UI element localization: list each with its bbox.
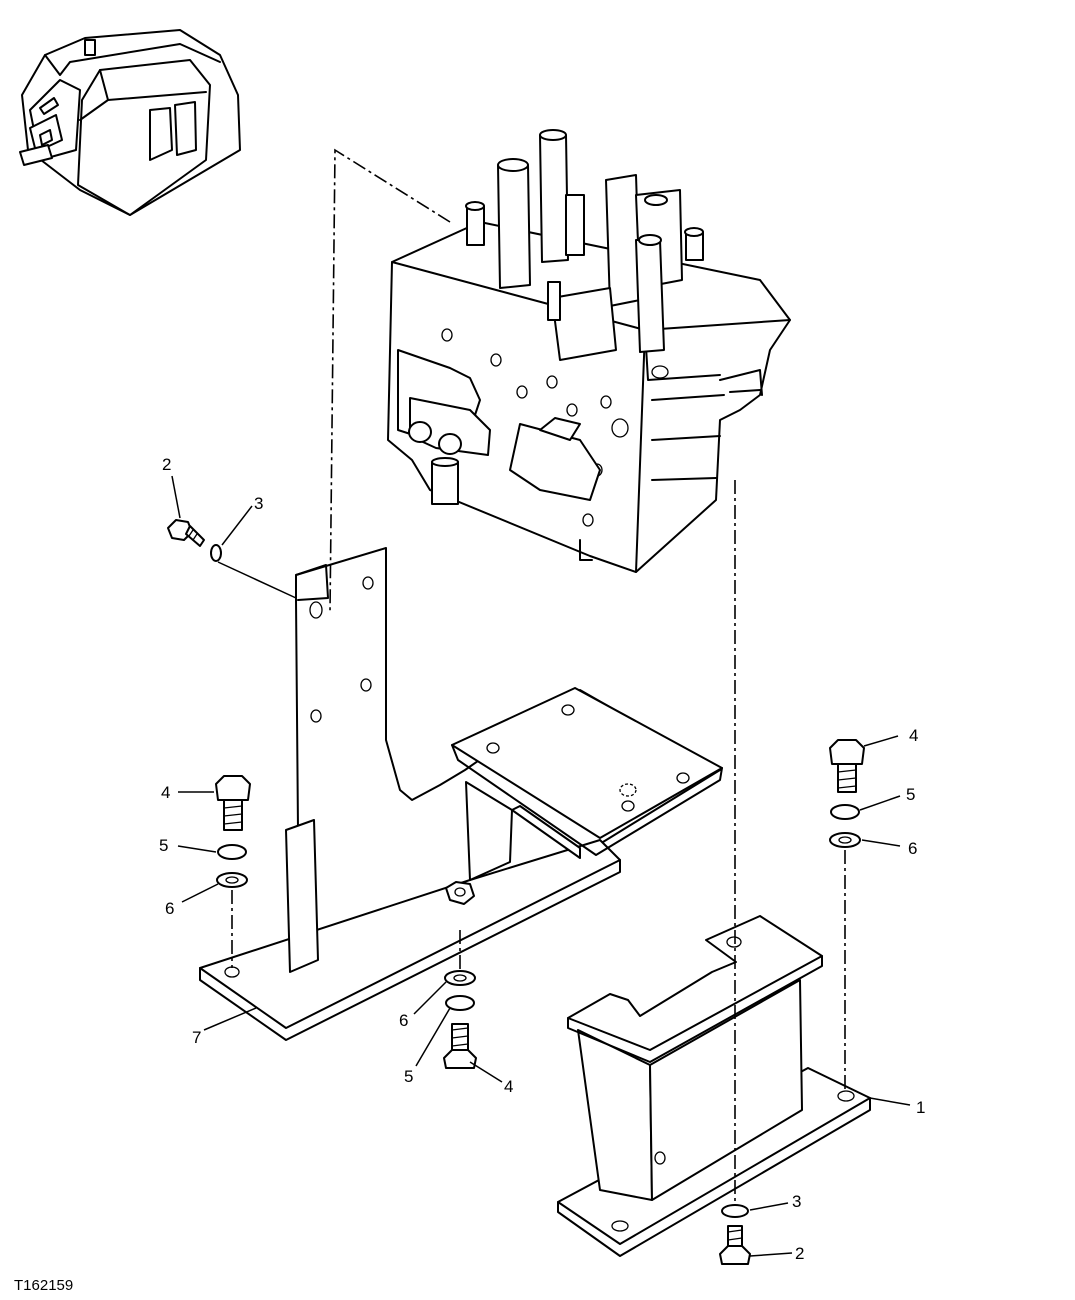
- callout-2-lower: 2: [795, 1244, 804, 1263]
- callout-3-lower: 3: [792, 1192, 801, 1211]
- assembly-lines: [231, 148, 846, 1205]
- lock-washer-3-lower: [721, 1204, 749, 1218]
- callout-6-center: 6: [399, 1011, 408, 1030]
- bolt-2-upper: [167, 519, 205, 547]
- callout-6-left: 6: [165, 899, 174, 918]
- lock-washer-5-center: [445, 995, 475, 1011]
- bolt-4-left: [215, 775, 251, 831]
- support-bracket-1: [557, 915, 871, 1257]
- callout-1: 1: [916, 1098, 925, 1117]
- flat-washer-6-center: [444, 970, 476, 986]
- bolt-4-right: [829, 739, 865, 793]
- flat-washer-6-right: [829, 832, 861, 848]
- mounting-bracket-7: [199, 687, 723, 1041]
- lock-washer-5-right: [830, 804, 860, 820]
- leader-lines: [171, 475, 911, 1257]
- callout-6-right: 6: [908, 839, 917, 858]
- callout-4-left: 4: [161, 783, 170, 802]
- control-valve: [387, 129, 791, 573]
- callout-4-right: 4: [909, 726, 918, 745]
- lock-washer-5-left: [217, 844, 247, 860]
- figure-id: T162159: [14, 1277, 73, 1294]
- callout-5-right: 5: [906, 785, 915, 804]
- flat-washer-6-left: [216, 872, 248, 888]
- callout-5-left: 5: [159, 836, 168, 855]
- bolt-2-lower: [719, 1225, 751, 1265]
- callout-4-center: 4: [504, 1077, 513, 1096]
- callout-5-center: 5: [404, 1067, 413, 1086]
- lock-washer-3-upper: [210, 544, 222, 562]
- callout-2-upper: 2: [162, 455, 171, 474]
- callout-7: 7: [192, 1028, 201, 1047]
- callout-3-upper: 3: [254, 494, 263, 513]
- excavator-cab-locator: [19, 29, 241, 216]
- bolt-4-center: [443, 1023, 477, 1069]
